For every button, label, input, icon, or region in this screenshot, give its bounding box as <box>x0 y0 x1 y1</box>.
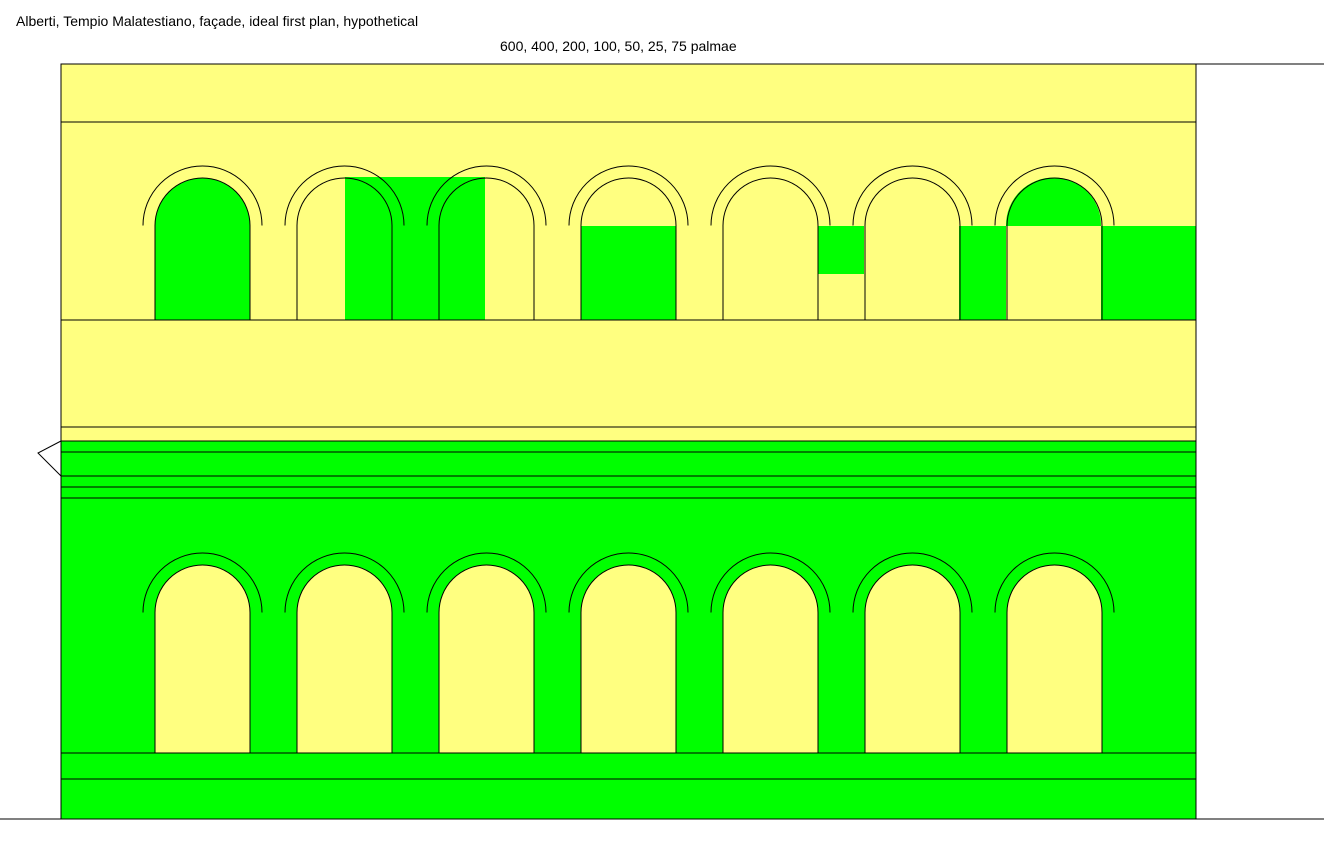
upper-arch-1-fill <box>155 178 250 320</box>
lower-arch-1-archivolt <box>142 552 263 613</box>
upper-arch-2-archivolt <box>284 165 405 226</box>
upper-green-right-block <box>1101 226 1196 320</box>
upper-arch-1-archivolt <box>142 165 263 226</box>
upper-arch-5-archivolt <box>710 165 831 226</box>
lower-arch-3-outline <box>438 564 535 753</box>
upper-arch-6-outline <box>864 177 961 320</box>
lower-arch-7-outline <box>1006 564 1103 753</box>
lower-arch-1-opening-fill <box>155 565 250 753</box>
lower-arch-5-archivolt <box>710 552 831 613</box>
lower-arch-4-opening-fill <box>581 565 676 753</box>
line-layer <box>0 63 1324 820</box>
lower-arch-4-outline <box>580 564 677 753</box>
upper-arch-4-outline <box>580 177 677 320</box>
upper-arch-4-lower-fill <box>581 226 676 320</box>
left-profile-marker <box>37 440 62 477</box>
upper-arch-3-outline <box>438 177 535 320</box>
upper-green-block-arches-2-3 <box>345 177 485 320</box>
upper-arch-4-archivolt <box>568 165 689 226</box>
lower-arch-7-archivolt <box>994 552 1115 613</box>
lower-arch-3-archivolt <box>426 552 547 613</box>
scale-note: 600, 400, 200, 100, 50, 25, 75 palmae <box>500 38 737 54</box>
lower-arch-4-archivolt <box>568 552 689 613</box>
fill-layer <box>61 64 1196 819</box>
upper-arch-7-outline <box>1006 177 1103 320</box>
lower-arch-1-outline <box>154 564 251 753</box>
lower-arch-2-archivolt <box>284 552 405 613</box>
upper-arch-6-archivolt <box>852 165 973 226</box>
lower-arch-3-opening-fill <box>439 565 534 753</box>
lower-arch-6-outline <box>864 564 961 753</box>
lower-arch-6-opening-fill <box>865 565 960 753</box>
upper-arch-5-outline <box>722 177 819 320</box>
lower-arch-2-opening-fill <box>297 565 392 753</box>
upper-green-pier-6-7 <box>959 226 1006 320</box>
drawing-title: Alberti, Tempio Malatestiano, façade, id… <box>16 13 419 29</box>
lower-arch-5-opening-fill <box>723 565 818 753</box>
upper-arch-7-crown-fill <box>1006 177 1101 226</box>
upper-arch-3-archivolt <box>426 165 547 226</box>
upper-arch-1-outline <box>154 177 251 320</box>
lower-arch-6-archivolt <box>852 552 973 613</box>
upper-arch-7-archivolt <box>994 165 1115 226</box>
upper-arch-2-outline <box>296 177 393 320</box>
lower-arch-5-outline <box>722 564 819 753</box>
upper-green-square-5-6 <box>818 226 864 274</box>
lower-arch-2-outline <box>296 564 393 753</box>
lower-arch-7-opening-fill <box>1007 565 1102 753</box>
